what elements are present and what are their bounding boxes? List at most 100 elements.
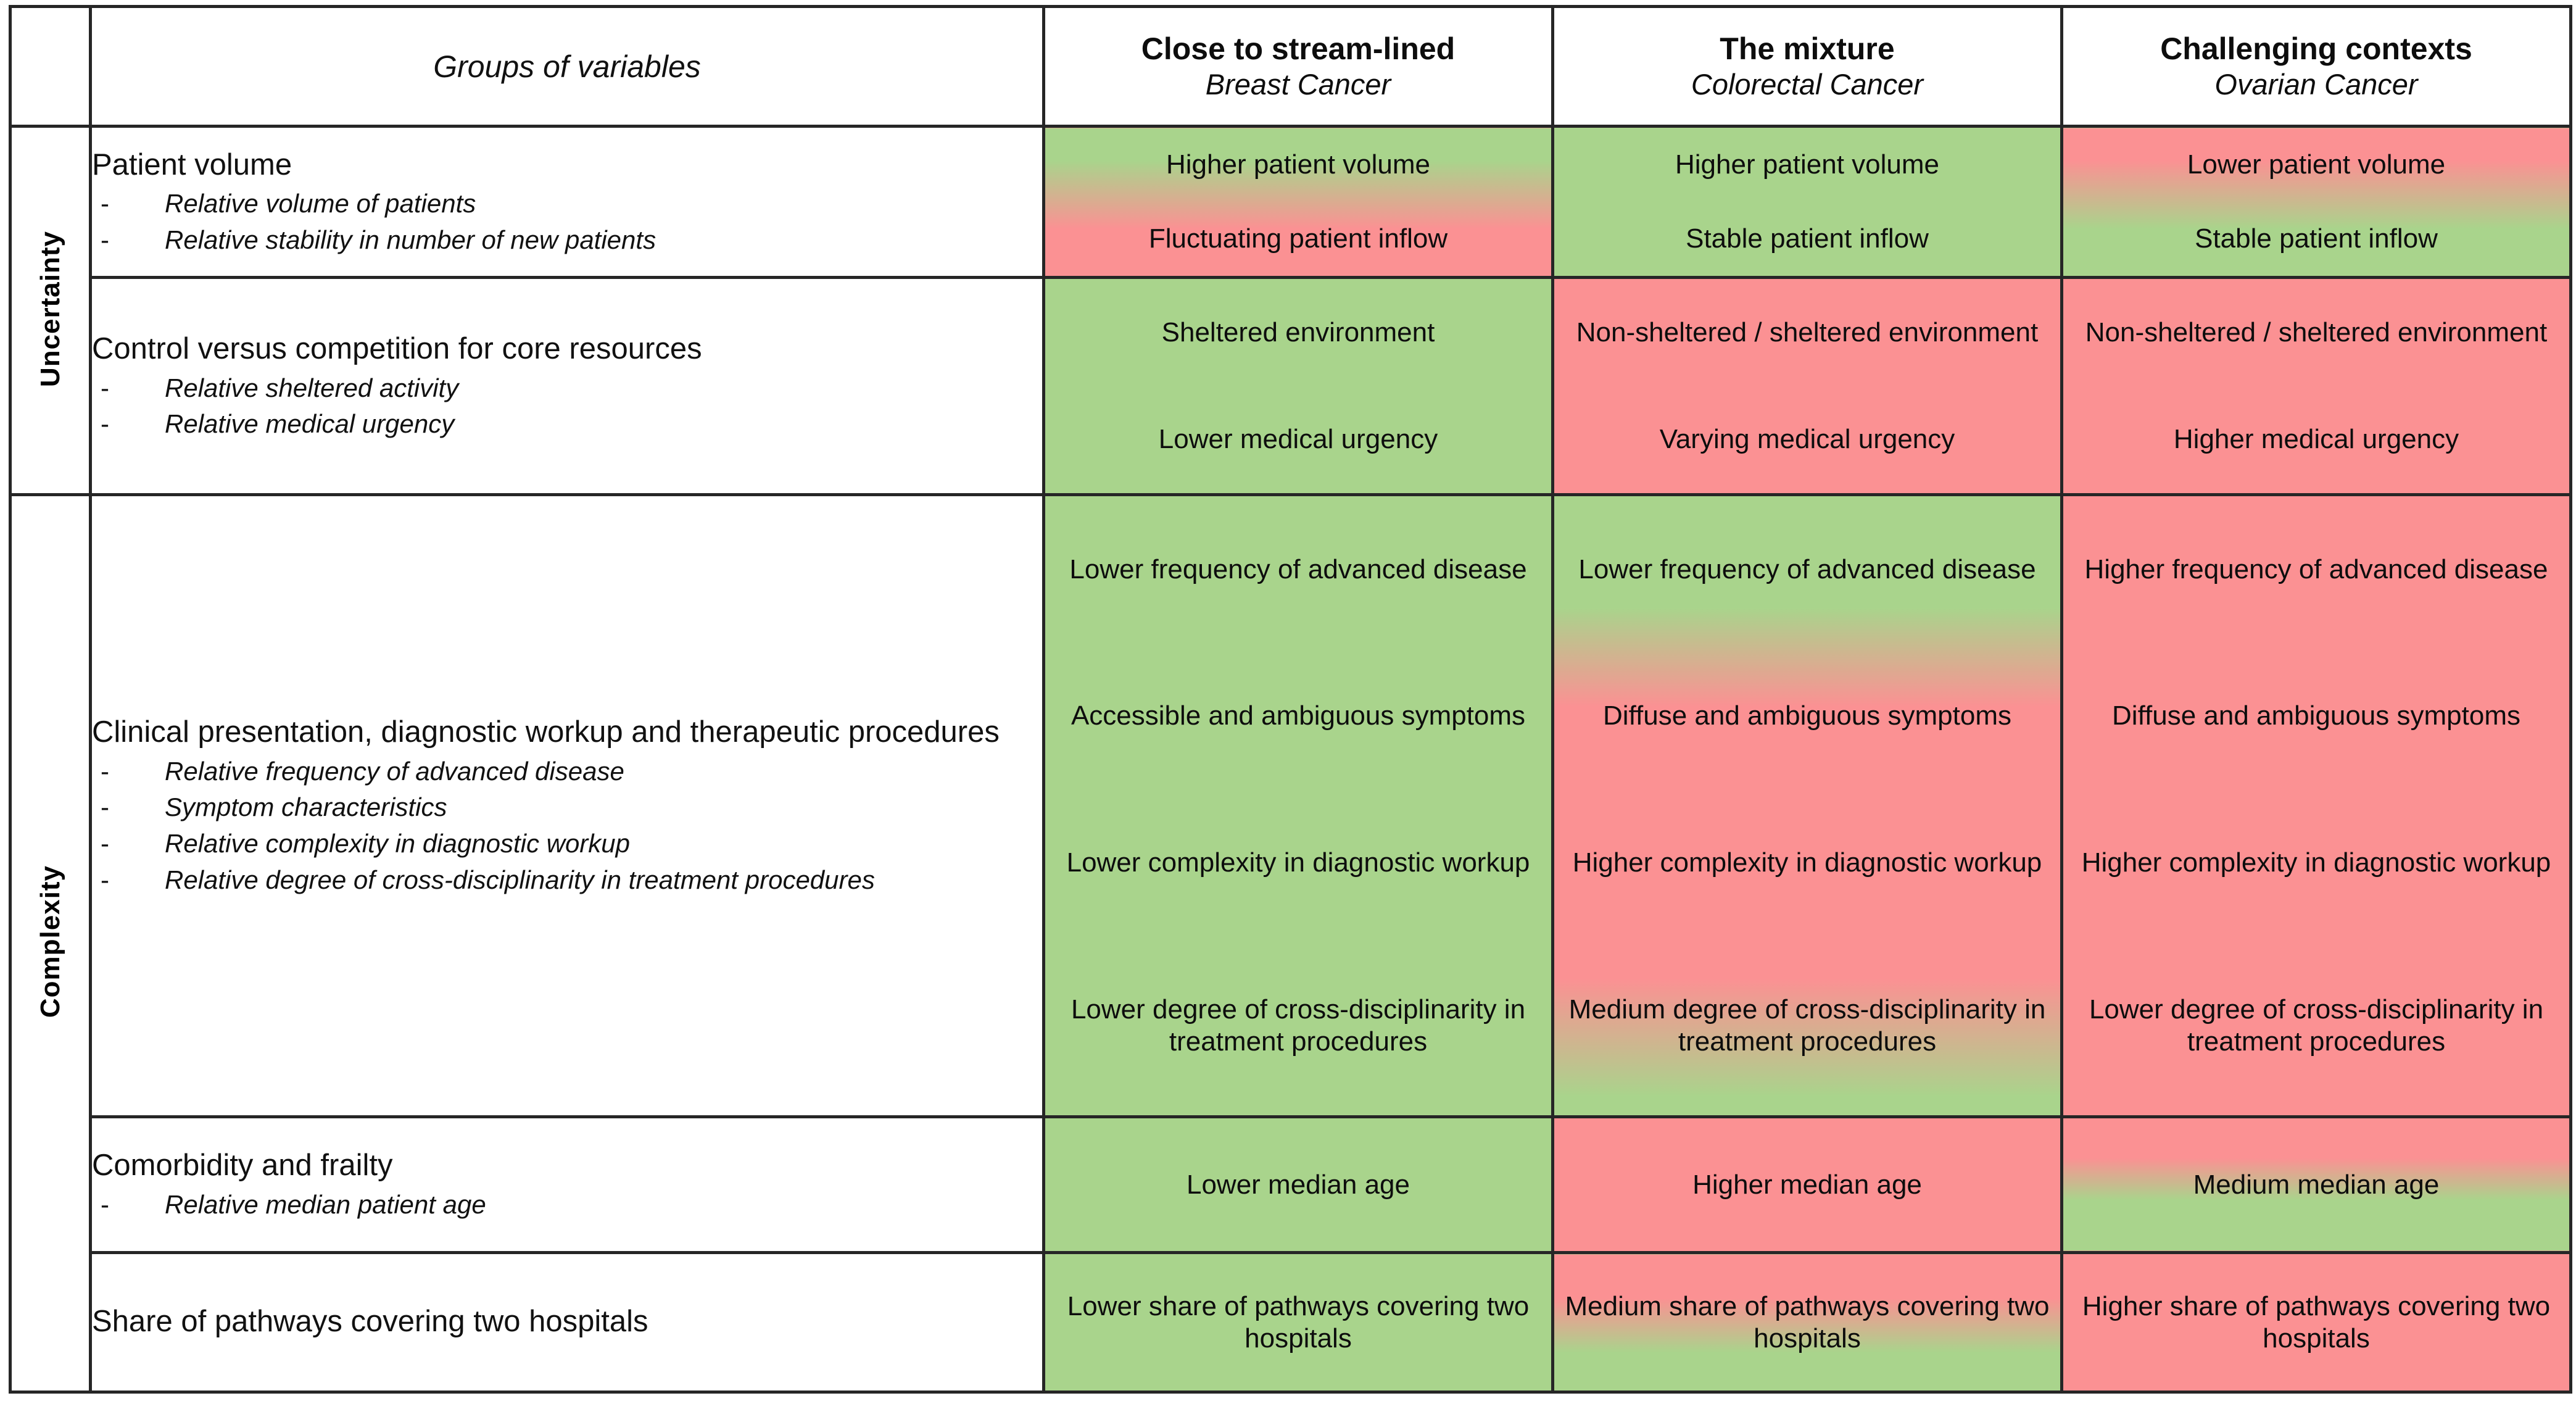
data-line: Higher frequency of advanced disease [2084,554,2548,584]
data-line: Stable patient inflow [2195,223,2438,254]
header-axis-corner [9,4,92,128]
data-cell-r1-ovarian: Non-sheltered / sheltered environment Hi… [2060,275,2572,496]
bullet-dash-icon: - [101,865,109,894]
data-line: Lower patient volume [2187,149,2446,180]
header-column-ovarian-cancer: Challenging contexts Ovarian Cancer [2060,4,2572,128]
data-cell-r4-ovarian: Higher share of pathways covering two ho… [2060,1251,2572,1394]
data-line: Non-sheltered / sheltered environment [1576,317,2039,347]
header-column-breast-cancer: Close to stream-lined Breast Cancer [1042,4,1554,128]
data-cell-r0-breast: Higher patient volume Fluctuating patien… [1042,125,1554,279]
data-cell-r1-breast: Sheltered environment Lower medical urge… [1042,275,1554,496]
data-line: Lower medical urgency [1158,424,1438,455]
data-line: Higher medical urgency [2173,424,2459,455]
data-line: Non-sheltered / sheltered environment [2085,317,2548,347]
header-column-colorectal-cancer: The mixture Colorectal Cancer [1551,4,2063,128]
data-line: Lower share of pathways covering two hos… [1067,1291,1530,1353]
bullet-dash-icon: - [101,225,109,254]
group-cell-comorbidity-frailty: Comorbidity and frailty - Relative median… [89,1115,1045,1255]
data-line: Lower frequency of advanced disease [1578,554,2036,584]
group-title: Control versus competition for core reso… [92,331,702,365]
table-row-patient-volume: Uncertainty Patient volume - Relative vol… [9,125,2572,496]
group-cell-patient-volume: Patient volume - Relative volume of patie… [89,125,1045,279]
table-row-share-of-pathways: Share of pathways covering two hospitals… [10,1251,2572,1394]
header-col0-sub: Breast Cancer [1205,68,1391,101]
data-line: Medium degree of cross-disciplinarity in… [1568,994,2046,1057]
group-bullet-text: Relative degree of cross-disciplinarity … [165,865,875,894]
group-cell-clinical-presentation: Clinical presentation, diagnostic workup… [89,493,1045,1118]
data-line: Higher patient volume [1166,149,1430,180]
data-line: Fluctuating patient inflow [1148,223,1448,254]
data-line: Accessible and ambiguous symptoms [1071,700,1526,731]
axis-label-uncertainty-text: Uncertainty [35,230,65,387]
data-line: Varying medical urgency [1659,424,1955,455]
group-bullet-list: - Relative volume of patients - Relative s… [92,187,1042,257]
bullet-dash-icon: - [101,409,109,439]
data-line: Lower frequency of advanced disease [1069,554,1527,584]
axis-label-uncertainty: Uncertainty [9,125,92,496]
data-line: Diffuse and ambiguous symptoms [2112,700,2520,731]
group-bullet: - Relative degree of cross-disciplinarity… [92,863,1042,897]
data-cell-r1-colorectal: Non-sheltered / sheltered environment Va… [1551,275,2063,496]
header-col2-main: Challenging contexts [2160,31,2472,67]
data-line: Medium median age [2193,1169,2440,1200]
group-bullet-text: Relative sheltered activity [165,373,459,402]
data-line: Lower degree of cross-disciplinarity in … [1071,994,1526,1057]
data-cell-r2-colorectal: Lower frequency of advanced disease Diff… [1551,493,2063,1118]
group-bullet-text: Symptom characteristics [165,792,447,822]
header-col2-sub: Ovarian Cancer [2214,68,2418,101]
table-row-control-versus-competition: Control versus competition for core reso… [10,275,2572,496]
group-bullet-text: Relative complexity in diagnostic workup [165,829,631,858]
group-cell-share-of-pathways: Share of pathways covering two hospitals [89,1251,1045,1394]
data-cell-r3-ovarian: Medium median age [2060,1115,2572,1255]
data-line: Lower complexity in diagnostic workup [1066,847,1530,878]
header-groups-of-variables: Groups of variables [89,4,1045,128]
bullet-dash-icon: - [101,792,109,822]
group-bullet: - Relative stability in number of new pat… [92,223,1042,257]
group-title: Comorbidity and frailty [92,1149,393,1183]
group-title: Clinical presentation, diagnostic workup… [92,715,1000,749]
data-cell-r4-colorectal: Medium share of pathways covering two ho… [1551,1251,2063,1394]
axis-label-complexity: Complexity [9,493,92,1394]
data-cell-r4-breast: Lower share of pathways covering two hos… [1042,1251,1554,1394]
data-line: Higher complexity in diagnostic workup [1572,847,2042,878]
group-bullet-text: Relative median patient age [165,1190,486,1220]
bullet-dash-icon: - [101,1190,109,1220]
bullet-dash-icon: - [101,829,109,858]
data-line: Higher median age [1692,1169,1922,1200]
data-line: Stable patient inflow [1686,223,1929,254]
bullet-dash-icon: - [101,373,109,402]
bullet-dash-icon: - [101,756,109,786]
group-bullet-text: Relative stability in number of new pati… [165,225,656,254]
group-bullet: - Relative frequency of advanced disease [92,755,1042,789]
header-col0-main: Close to stream-lined [1141,31,1456,67]
header-col1-main: The mixture [1720,31,1895,67]
group-bullet-list: - Relative median patient age [92,1188,1042,1222]
header-col1-sub: Colorectal Cancer [1691,68,1924,101]
data-line: Medium share of pathways covering two ho… [1565,1291,2050,1353]
group-bullet: - Relative complexity in diagnostic worku… [92,827,1042,861]
group-bullet: - Relative volume of patients [92,187,1042,221]
data-line: Higher share of pathways covering two ho… [2082,1291,2551,1353]
data-line: Lower degree of cross-disciplinarity in … [2089,994,2544,1057]
group-bullet: - Symptom characteristics [92,791,1042,825]
group-bullet: - Relative medical urgency [92,407,1042,441]
group-bullet-text: Relative volume of patients [165,189,476,218]
group-bullet-text: Relative medical urgency [165,409,455,439]
table-row-comorbidity-frailty: Comorbidity and frailty - Relative median… [10,1115,2572,1255]
table-row-clinical-presentation: Complexity Clinical presentation, diagno… [9,493,2572,1394]
table-header-row: Groups of variables Close to stream-line… [9,4,2572,128]
data-line: Higher complexity in diagnostic workup [2081,847,2551,878]
group-bullet: - Relative sheltered activity [92,372,1042,405]
data-cell-r3-breast: Lower median age [1042,1115,1554,1255]
bullet-dash-icon: - [101,189,109,218]
group-title: Patient volume [92,148,292,181]
axis-label-complexity-text: Complexity [35,865,65,1018]
data-cell-r2-breast: Lower frequency of advanced disease Acce… [1042,493,1554,1118]
group-bullet-list: -Relative frequency of advanced disease … [92,755,1042,897]
data-cell-r3-colorectal: Higher median age [1551,1115,2063,1255]
header-groups-label: Groups of variables [433,49,701,84]
data-line: Sheltered environment [1161,317,1435,347]
data-cell-r0-ovarian: Lower patient volume Stable patient infl… [2060,125,2572,279]
group-bullet-text: Relative frequency of advanced disease [165,756,624,786]
